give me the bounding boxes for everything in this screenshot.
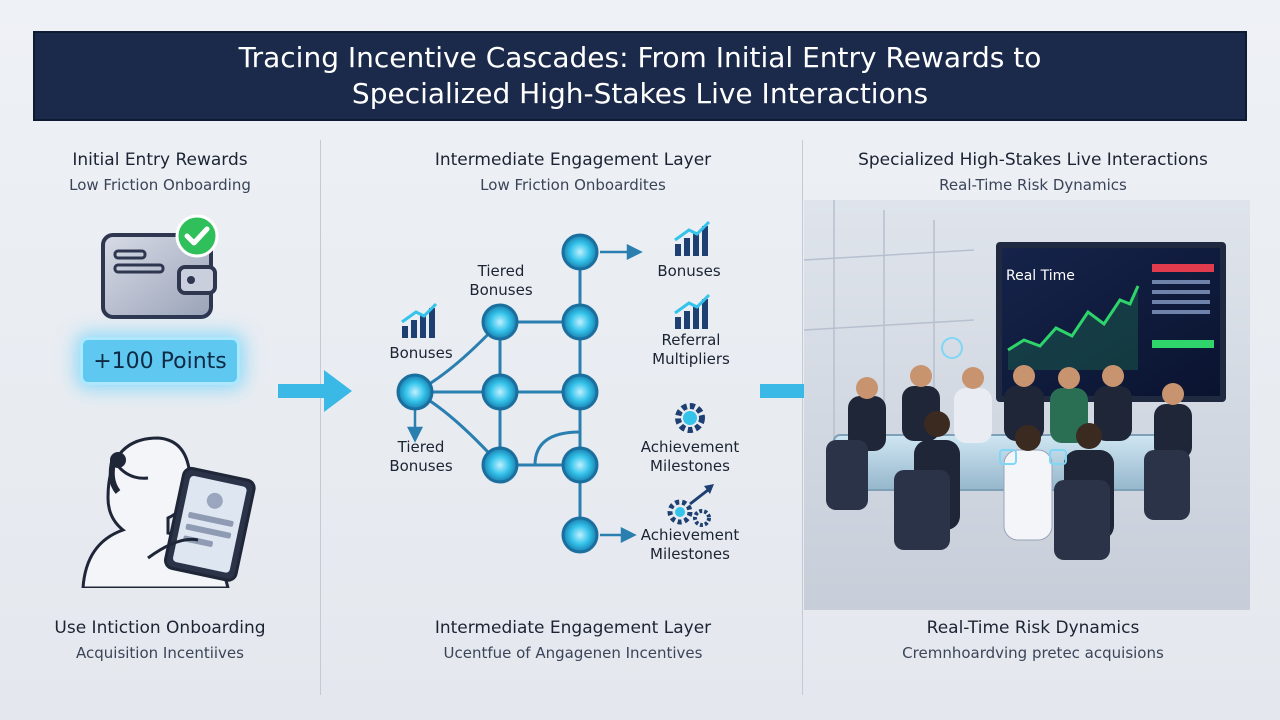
screen-rows	[1152, 280, 1210, 314]
node	[481, 303, 519, 341]
growth-chart-icon	[674, 293, 711, 329]
boardroom-illustration: Real Time	[804, 200, 1250, 610]
network-nodes	[396, 233, 599, 554]
label-tiered-bonuses-bottom: Tiered Bonuses	[389, 438, 453, 475]
growth-chart-icon	[401, 302, 438, 338]
column-3-subheading: Real-Time Risk Dynamics	[939, 176, 1127, 194]
label-referral-multipliers: Referral Multipliers	[652, 331, 730, 368]
column-2-footer-heading: Intermediate Engagement Layer	[434, 618, 712, 638]
node	[561, 446, 599, 484]
person-with-tablet-icon	[81, 436, 256, 588]
title-line-2: Specialized High-Stakes Live Interaction…	[351, 77, 929, 110]
incentive-network	[396, 220, 714, 554]
column-3-footer-heading: Real-Time Risk Dynamics	[926, 618, 1140, 638]
node	[396, 373, 434, 411]
node	[481, 446, 519, 484]
gear-icon	[667, 484, 714, 527]
column-1-footer-heading: Use Intiction Onboarding	[54, 618, 266, 638]
column-2-footer-subheading: Ucentfue of Angagenen Incentives	[443, 644, 703, 662]
title-line-1: Tracing Incentive Cascades: From Initial…	[238, 41, 1042, 74]
node	[561, 373, 599, 411]
label-bonuses-right: Bonuses	[657, 262, 721, 280]
label-tiered-bonuses-top: Tiered Bonuses	[469, 262, 533, 299]
column-2-footer: Intermediate Engagement Layer Ucentfue o…	[363, 618, 783, 662]
column-3-heading: Specialized High-Stakes Live Interaction…	[858, 150, 1208, 170]
column-1-footer: Use Intiction Onboarding Acquisition Inc…	[0, 618, 370, 662]
screen-green-bar	[1152, 340, 1214, 348]
check-icon	[175, 214, 219, 258]
label-achievement-milestones-2: Achievement Milestones	[640, 526, 740, 563]
column-1-header: Initial Entry Rewards Low Friction Onboa…	[0, 150, 370, 194]
column-3-footer: Real-Time Risk Dynamics Cremnhoardving p…	[823, 618, 1243, 662]
node	[561, 516, 599, 554]
column-divider-1	[320, 140, 321, 695]
column-2-subheading: Low Friction Onboardites	[480, 176, 666, 194]
column-3-footer-subheading: Cremnhoardving pretec acquisions	[902, 644, 1164, 662]
meeting-chairs	[826, 440, 1190, 560]
column-1-subheading: Low Friction Onboarding	[69, 176, 251, 194]
flow-arrow-right-1	[278, 370, 352, 412]
growth-chart-icon	[674, 220, 711, 256]
column-2-heading: Intermediate Engagement Layer	[434, 150, 712, 170]
node	[561, 303, 599, 341]
column-divider-2	[802, 140, 803, 695]
gear-icon	[675, 403, 705, 433]
node	[481, 373, 519, 411]
column-3-header: Specialized High-Stakes Live Interaction…	[823, 150, 1243, 194]
screen-red-bar	[1152, 264, 1214, 272]
title-banner: Tracing Incentive Cascades: From Initial…	[33, 31, 1247, 121]
column-1-heading: Initial Entry Rewards	[72, 150, 248, 170]
node	[561, 233, 599, 271]
screen-title: Real Time	[1006, 268, 1075, 284]
hologram-icons	[941, 337, 1067, 465]
label-bonuses-left: Bonuses	[389, 344, 453, 362]
screen-chart-area	[1008, 286, 1138, 370]
label-achievement-milestones-1: Achievement Milestones	[640, 438, 740, 475]
points-badge: +100 Points	[80, 337, 240, 385]
column-2-header: Intermediate Engagement Layer Low Fricti…	[363, 150, 783, 194]
wallet-icon	[101, 233, 217, 319]
screen-chart-line	[1007, 285, 1140, 352]
network-arrows	[406, 243, 643, 544]
column-1-footer-subheading: Acquisition Incentiives	[76, 644, 244, 662]
